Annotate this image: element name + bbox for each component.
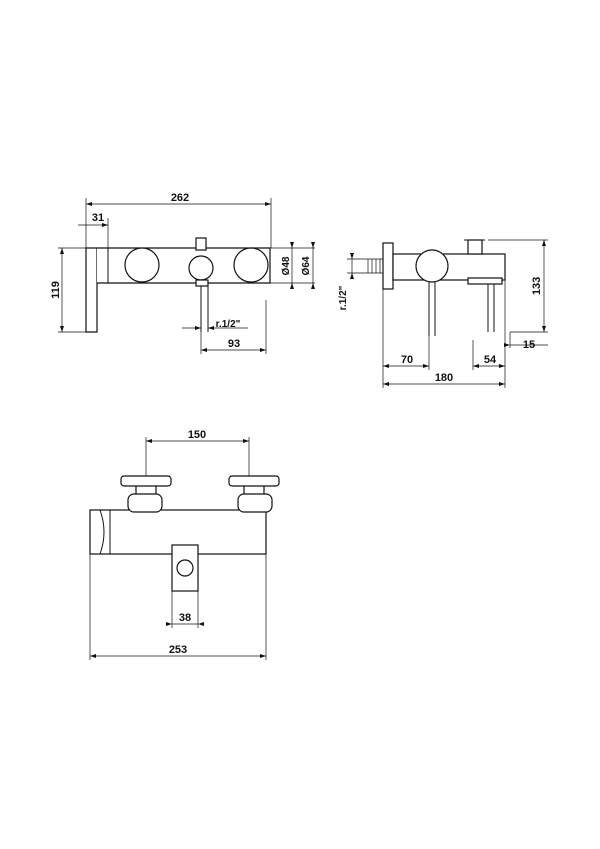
side-dim-180: 180 <box>435 372 453 384</box>
side-dim-133: 133 <box>531 277 543 295</box>
front-dim-31: 31 <box>92 212 104 224</box>
side-dim-thread: r.1/2" <box>338 285 349 310</box>
front-handle-right <box>233 247 269 283</box>
side-body <box>392 253 506 281</box>
front-dim-thread: r.1/2" <box>216 319 241 330</box>
top-handle-right <box>228 475 280 487</box>
top-view: 150 38 253 <box>89 429 280 660</box>
top-dim-253: 253 <box>169 644 187 656</box>
side-view: r.1/2" 133 70 54 15 180 <box>338 239 548 388</box>
front-dim-d64: Ø64 <box>301 256 312 275</box>
front-wall-plate <box>85 247 98 333</box>
side-dim-15: 15 <box>523 339 535 351</box>
front-dim-d48: Ø48 <box>281 256 292 275</box>
front-dim-262: 262 <box>171 192 189 204</box>
front-handle-left <box>124 247 160 283</box>
side-dim-70: 70 <box>401 354 413 366</box>
side-handle <box>415 249 449 283</box>
front-dim-119: 119 <box>50 281 62 299</box>
side-wall-plate <box>382 242 394 290</box>
front-dim-93: 93 <box>228 338 240 350</box>
side-dim-54: 54 <box>484 354 497 366</box>
front-diverter <box>188 255 214 281</box>
front-view: 262 31 119 Ø48 Ø64 r.1/2" 93 <box>50 192 315 354</box>
top-dim-150: 150 <box>188 429 206 441</box>
top-dim-38: 38 <box>179 612 191 624</box>
top-handle-left <box>120 475 172 487</box>
dimension-arrows <box>60 202 546 658</box>
